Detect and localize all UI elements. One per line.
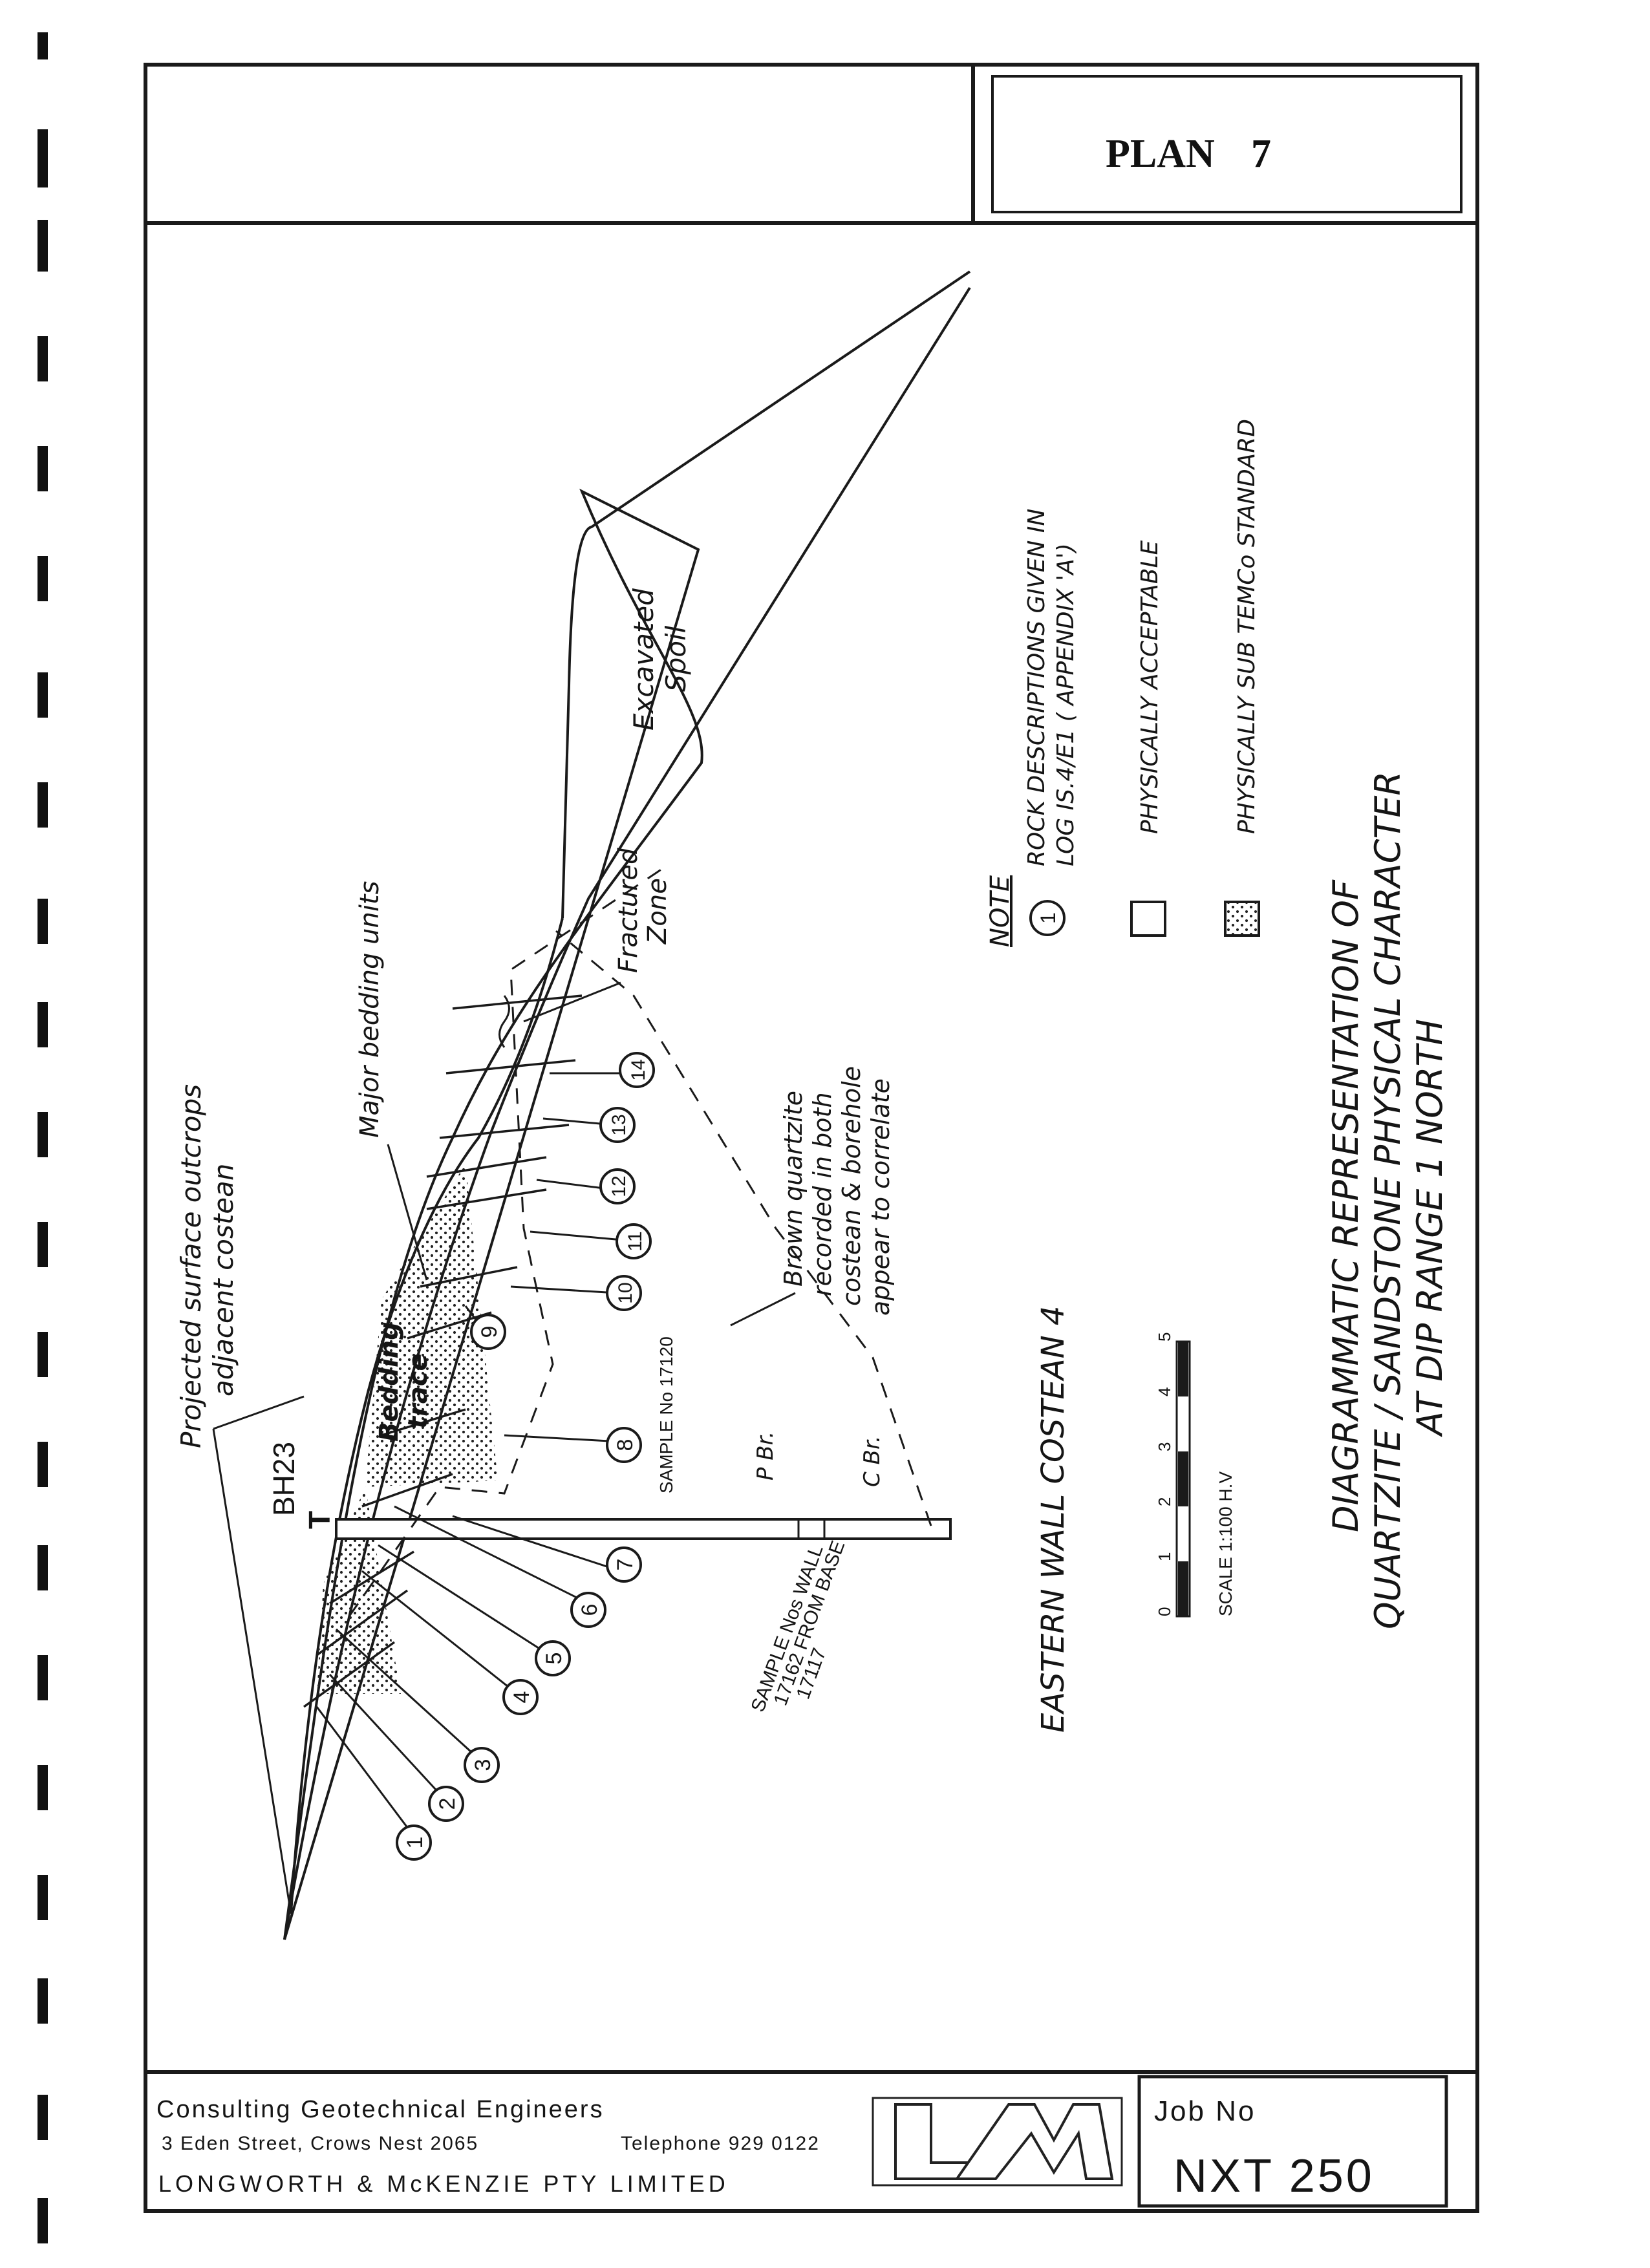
company-name: LONGWORTH & McKENZIE PTY LIMITED [158, 2170, 729, 2197]
sample-9: 9 [470, 1314, 506, 1350]
costean-floor [561, 270, 971, 919]
company-line1: Consulting Geotechnical Engineers [156, 2096, 605, 2123]
job-label: Job No [1154, 2095, 1256, 2127]
brown-label-2: recorded in both [808, 1092, 837, 1296]
scale-label: SCALE 1:100 H.V [1216, 1471, 1236, 1616]
svg-text:6: 6 [577, 1604, 602, 1616]
note-acceptable: PHYSICALLY ACCEPTABLE [1137, 540, 1163, 834]
scale-tick-0: 0 [1155, 1607, 1174, 1616]
svg-text:1: 1 [403, 1837, 427, 1849]
projected-arrows [212, 1395, 305, 1914]
svg-text:4: 4 [509, 1691, 534, 1704]
sample-4: 4 [502, 1679, 539, 1715]
sample-leaders [316, 1072, 638, 1837]
sample-7: 7 [606, 1546, 642, 1583]
scale-tick-3: 3 [1155, 1442, 1174, 1451]
scale-tick-2: 2 [1155, 1497, 1174, 1506]
company-address: 3 Eden Street, Crows Nest 2065 [162, 2133, 478, 2154]
svg-text:12: 12 [608, 1175, 630, 1197]
sample-14: 14 [619, 1052, 655, 1088]
note-heading: NOTE [985, 875, 1015, 947]
sample-8: 8 [606, 1427, 642, 1463]
legend-substandard-swatch [1224, 901, 1260, 937]
svg-text:11: 11 [625, 1231, 646, 1251]
sample-1: 1 [396, 1824, 432, 1861]
sample-5: 5 [535, 1640, 571, 1676]
plan-box [991, 75, 1462, 213]
projected-label-1: Projected surface outcrops [175, 1084, 207, 1448]
svg-text:8: 8 [613, 1439, 638, 1451]
sample-10: 10 [606, 1275, 642, 1311]
sample-circles: 1 2 3 4 5 6 7 8 9 10 11 12 13 14 [396, 1052, 655, 1861]
borehole-label: BH23 [267, 1442, 301, 1516]
job-box [1137, 2075, 1448, 2208]
sample-6: 6 [570, 1592, 606, 1628]
svg-text:2: 2 [435, 1798, 460, 1810]
drawing-frame [144, 63, 1479, 2213]
sample-label-b: SAMPLE No 17120 [656, 1336, 676, 1493]
bedding-trace-label-2: trace [403, 1353, 433, 1429]
brown-label-1: Brown quartzite [779, 1091, 808, 1287]
sample-12: 12 [599, 1168, 636, 1204]
svg-text:9: 9 [477, 1326, 502, 1338]
excavated-label-1: Excavated [628, 588, 659, 731]
borehole-column [335, 1518, 952, 1540]
substandard-zone-upper [365, 1164, 498, 1487]
svg-text:7: 7 [613, 1559, 638, 1571]
diagram-subtitle: EASTERN WALL COSTEAN 4 [1035, 1306, 1071, 1733]
projected-label-2: adjacent costean [208, 1163, 239, 1396]
fractured-label-1: Fractured [614, 848, 643, 973]
legend-acceptable-swatch [1130, 901, 1166, 937]
brown-label-3: costean & borehole [837, 1066, 866, 1306]
svg-text:13: 13 [608, 1114, 630, 1135]
cbr-label: C Br. [859, 1435, 885, 1487]
svg-text:3: 3 [471, 1759, 495, 1771]
pbr-label: P Br. [753, 1431, 778, 1481]
sample-13: 13 [599, 1107, 636, 1143]
title-line-2: QUARTZITE / SANDSTONE PHYSICAL CHARACTER [1367, 771, 1408, 1629]
bedding-trace-label-1: Bedding [374, 1321, 404, 1442]
svg-text:1: 1 [1036, 912, 1060, 924]
plan-label: PLAN [1106, 132, 1215, 176]
note-circle-symbol: 1 [1029, 900, 1066, 936]
sample-2: 2 [428, 1786, 464, 1822]
note-substandard: PHYSICALLY SUB TEMCo STANDARD [1234, 419, 1260, 834]
note-rock-2: LOG IS.4/E1 ( APPENDIX 'A') [1053, 543, 1079, 866]
borehole-marker: T [303, 1511, 336, 1529]
scale-tick-5: 5 [1155, 1332, 1174, 1342]
substandard-zone-lower [317, 1487, 401, 1694]
fractured-pointer [498, 981, 621, 1048]
title-line-1: DIAGRAMMATIC REPRESENTATION OF [1325, 879, 1366, 1532]
brown-label-4: appear to correlate [866, 1078, 895, 1316]
fractured-label-2: Zone [643, 878, 672, 945]
title-line-3: AT DIP RANGE 1 NORTH [1409, 1019, 1450, 1437]
sample-3: 3 [464, 1747, 500, 1783]
cbr-line [555, 930, 932, 1526]
note-rock-1: ROCK DESCRIPTIONS GIVEN IN [1023, 509, 1050, 866]
scale-bar: 0 1 2 3 4 5 SCALE 1:100 H.V [1155, 1332, 1236, 1618]
pbr-line [348, 865, 667, 1617]
svg-text:14: 14 [628, 1059, 649, 1080]
excavated-label-2: Spoil [660, 625, 692, 692]
company-telephone: Telephone 929 0122 [621, 2133, 820, 2154]
svg-text:10: 10 [615, 1282, 636, 1303]
major-bedding-label: Major bedding units [355, 881, 385, 1138]
scale-tick-4: 4 [1155, 1387, 1174, 1396]
plan-number: 7 [1251, 132, 1271, 176]
svg-text:5: 5 [542, 1653, 566, 1665]
binding-marks [38, 32, 48, 2243]
company-logo: LM [872, 2097, 1123, 2187]
scale-tick-1: 1 [1155, 1552, 1174, 1561]
sample-11: 11 [616, 1223, 652, 1259]
job-number: NXT 250 [1173, 2150, 1375, 2202]
